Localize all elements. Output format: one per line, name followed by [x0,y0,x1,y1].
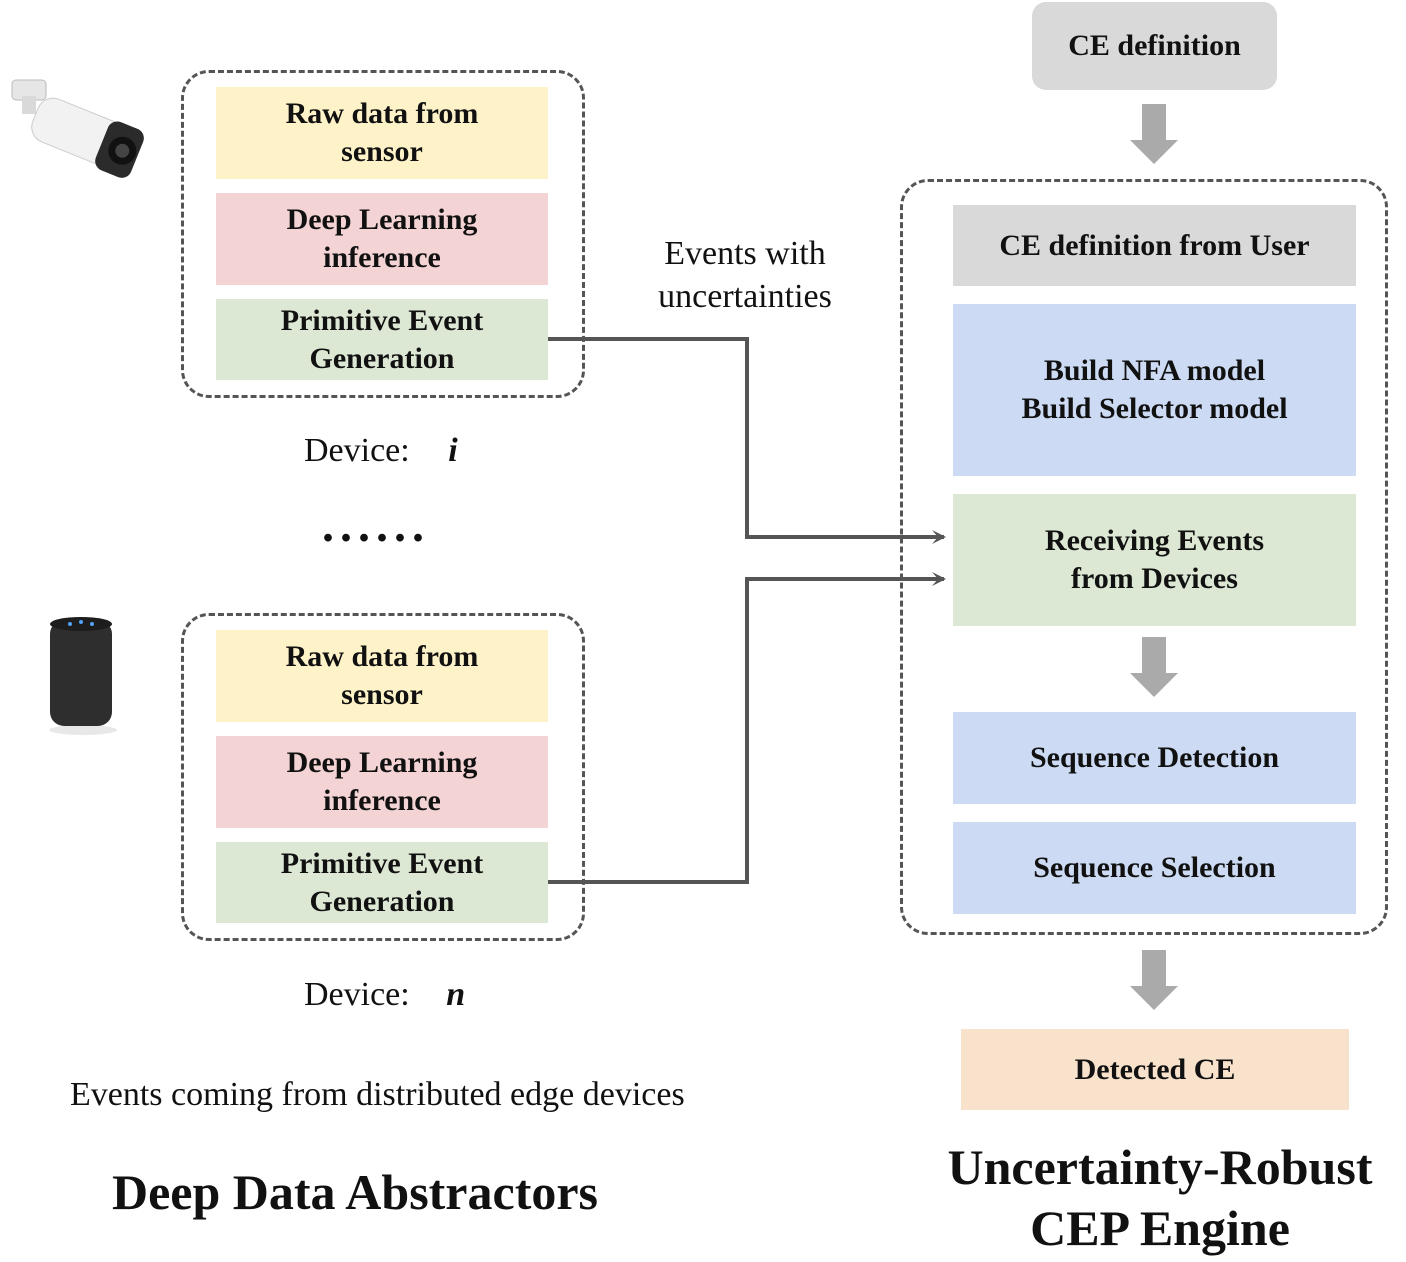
sequence-selection-box: Sequence Selection [953,822,1356,914]
device-i-container [181,70,585,398]
device-prefix: Device: [304,976,410,1013]
cep-engine-title: Uncertainty-Robust CEP Engine [947,1139,1373,1256]
device-n-raw-data-box: Raw data from sensor [216,630,548,722]
device-i-event-generation-box: Primitive Event Generation [216,299,548,380]
detected-ce-box: Detected CE [961,1029,1349,1110]
receiving-events-box: Receiving Events from Devices [953,494,1356,626]
sequence-detection-box: Sequence Detection [953,712,1356,804]
build-models-box: Build NFA model Build Selector model [953,304,1356,476]
block-arrow-engine-output [1130,950,1178,1010]
block-arrow-definition [1130,104,1178,164]
device-prefix: Device: [304,432,410,469]
device-n-container [181,613,585,941]
events-with-uncertainties-label: Events with uncertainties [658,235,832,315]
device-n-event-generation-box: Primitive Event Generation [216,842,548,923]
device-i-inference-box: Deep Learning inference [216,193,548,285]
device-i-raw-data-box: Raw data from sensor [216,87,548,179]
block-arrow-receiving-to-detection [1130,637,1178,697]
connector-device-n [548,572,946,884]
ce-definition-from-user-box: CE definition from User [953,205,1356,286]
deep-data-abstractors-title: Deep Data Abstractors [111,1164,598,1220]
ellipsis: ...... [322,499,430,552]
device-variable: n [446,976,466,1013]
cep-engine-container [900,179,1388,935]
device-n-inference-box: Deep Learning inference [216,736,548,828]
smart-speaker-icon [40,612,130,737]
device-n-label: Device: n [304,976,465,1014]
ce-definition-box: CE definition [1032,2,1277,90]
connector-device-i [548,337,946,544]
device-variable: i [448,432,458,469]
device-i-label: Device: i [304,432,458,470]
edge-devices-caption: Events coming from distributed edge devi… [70,1076,685,1113]
security-camera-icon [10,78,150,188]
